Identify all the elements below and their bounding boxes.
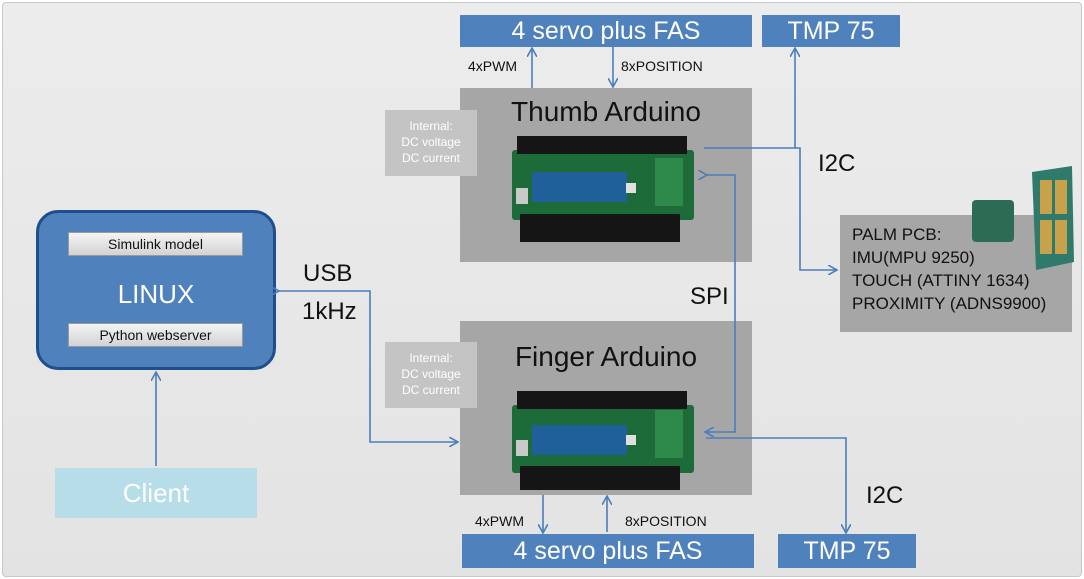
i2c-top-tmp-arrow [704,49,795,149]
palm-imu-label: IMU(MPU 9250) [852,248,975,267]
dc-current-label: DC current [401,151,460,165]
i2c-palm-arrow [795,147,836,270]
palm-touch-label: TOUCH (ATTINY 1634) [852,271,1030,290]
palm-pcb-photo [972,166,1074,270]
thumb-arduino-board [512,136,694,242]
palm-pcb-title: PALM PCB: [852,225,942,244]
usb-arrow [278,291,457,442]
top-pwm-label: 4xPWM [468,58,517,74]
client-box: Client [55,468,257,518]
simulink-model-box: Simulink model [68,232,243,256]
palm-pcb-box: PALM PCB: IMU(MPU 9250) TOUCH (ATTINY 16… [840,215,1072,332]
bottom-pwm-label: 4xPWM [475,513,524,529]
linux-title: LINUX [117,279,195,309]
finger-arduino-board [512,391,694,490]
i2c-bottom-arrow [706,437,846,532]
thumb-internal-note: Internal: DC voltage DC current [385,110,477,176]
usb-label: USB [303,260,353,287]
top-tmp-box: TMP 75 [762,15,900,47]
i2c-bottom-label: I2C [866,482,904,509]
palm-proximity-label: PROXIMITY (ADNS9900) [852,294,1047,313]
bottom-tmp-box: TMP 75 [778,534,916,568]
top-position-label: 8xPOSITION [621,58,703,74]
thumb-arduino-title: Thumb Arduino [511,96,701,127]
top-servo-box: 4 servo plus FAS [460,15,752,47]
finger-arduino-title: Finger Arduino [514,341,698,372]
i2c-top-label: I2C [818,150,856,177]
bottom-servo-box: 4 servo plus FAS [462,534,754,568]
spi-arrow [706,175,736,432]
internal-label: Internal: [409,119,453,133]
bottom-position-label: 8xPOSITION [625,513,707,529]
connector-arrows [156,47,846,532]
python-webserver-box: Python webserver [68,323,243,347]
dc-voltage-label: DC voltage [401,135,461,149]
